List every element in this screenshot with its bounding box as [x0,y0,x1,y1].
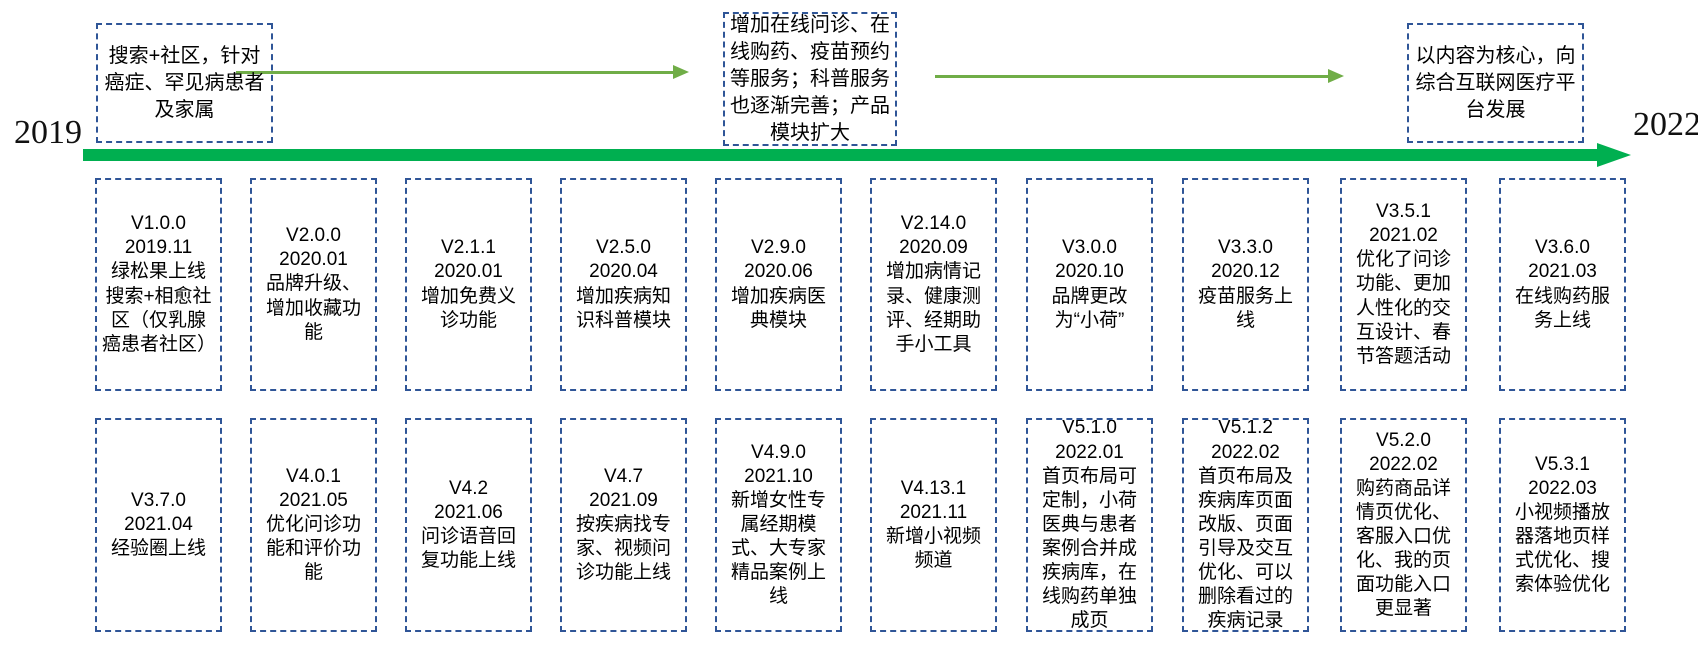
v-version: V3.5.1 [1376,201,1431,223]
v-version: V3.6.0 [1535,237,1590,259]
v-version: V4.2 [448,477,489,499]
v-date: 2022.01 [1055,441,1124,463]
v-version: V5.2.0 [1376,429,1431,451]
v-desc: 问诊语音回复功能上线 [420,526,516,572]
v-desc: 优化了问诊功能、更加人性化的交互设计、春节答题活动 [1355,249,1451,367]
v-version: V4.13.1 [900,477,967,499]
v-version: V3.3.0 [1218,237,1273,259]
v-date: 2019.11 [124,237,193,259]
v-version: V3.7.0 [131,489,186,511]
v-desc: 疫苗服务上线 [1197,285,1293,331]
v-desc: 小视频播放器落地页样式优化、搜索体验优化 [1514,501,1610,596]
v-version: V3.0.0 [1062,237,1117,259]
v-version: V2.14.0 [900,213,967,235]
v-version: V5.3.1 [1535,453,1590,475]
v-desc: 增加疾病知识科普模块 [575,285,671,331]
v-desc: 新增小视频频道 [885,526,981,572]
phase-box-1: 搜索+社区，针对癌症、罕见病患者及家属 [96,23,273,143]
phase-box-2: 增加在线问诊、在线购药、疫苗预约等服务；科普服务也逐渐完善；产品模块扩大 [723,12,897,146]
v-desc: 按疾病找专家、视频问诊功能上线 [575,513,671,584]
phase-box-3: 以内容为核心，向综合互联网医疗平台发展 [1407,23,1584,143]
v-desc: 品牌升级、增加收藏功能 [265,273,361,343]
year-label-start: 2019 [14,114,82,151]
v-date: 2020.01 [434,261,503,283]
v-version: V5.1.0 [1062,418,1117,439]
timeline-axis-arrowhead-icon [1597,143,1631,167]
phase-arrow-2-icon [935,69,1344,83]
v-version: V4.7 [603,465,644,487]
v-date: 2021.06 [434,501,503,523]
v-date: 2020.06 [744,261,813,283]
v-date: 2021.09 [589,489,658,511]
v-desc: 绿松果上线搜索+相愈社区（仅乳腺癌患者社区） [102,261,217,355]
v-date: 2020.04 [589,261,658,283]
year-label-end: 2022 [1633,106,1698,143]
v-desc: 增加疾病医典模块 [730,285,826,331]
v-desc: 增加免费义诊功能 [420,285,516,331]
phase-2-text: 增加在线问诊、在线购药、疫苗预约等服务；科普服务也逐渐完善；产品模块扩大 [730,13,890,144]
v-date: 2020.12 [1211,261,1280,283]
v-version: V2.1.1 [441,237,496,259]
v-version: V4.0.1 [286,465,341,487]
v-date: 2021.03 [1528,261,1597,283]
v-desc: 首页布局可定制，小荷医典与患者案例合并成疾病库，在线购药单独成页 [1041,465,1137,632]
v-date: 2022.02 [1369,453,1438,475]
v-desc: 优化问诊功能和评价功能 [265,513,361,584]
v-date: 2021.02 [1369,225,1438,247]
phase-1-text: 搜索+社区，针对癌症、罕见病患者及家属 [104,44,265,121]
v-date: 2021.11 [899,501,968,523]
v-version: V2.5.0 [596,237,651,259]
v-desc: 新增女性专属经期模式、大专家精品案例上线 [730,489,826,608]
v-date: 2021.04 [124,513,193,535]
v-desc: 首页布局及疾病库页面改版、页面引导及交互优化、可以删除看过的疾病记录 [1197,465,1293,632]
timeline-axis [83,149,1599,161]
arrowhead-icon [1328,69,1344,83]
v-version: V1.0.0 [131,213,186,235]
v-date: 2020.09 [899,237,968,259]
v-desc: 经验圈上线 [110,538,206,560]
v-date: 2021.10 [744,465,813,487]
v-version: V4.9.0 [751,441,806,463]
arrowhead-icon [673,65,689,79]
v-date: 2022.03 [1528,477,1597,499]
v-version: V2.9.0 [751,237,806,259]
v-desc: 购药商品详情页优化、客服入口优化、我的页面功能入口更显著 [1355,477,1451,620]
phase-arrow-1-icon [236,65,689,79]
v-date: 2022.02 [1211,441,1280,463]
v-version: V2.0.0 [286,225,341,247]
phase-3-text: 以内容为核心，向综合互联网医疗平台发展 [1415,44,1576,121]
v-desc: 在线购药服务上线 [1514,285,1610,331]
v-desc: 增加病情记录、健康测评、经期助手小工具 [885,261,981,355]
v-date: 2020.01 [279,249,348,271]
v-date: 2021.05 [279,489,348,511]
v-date: 2020.10 [1055,261,1124,283]
v-version: V5.1.2 [1218,418,1273,439]
v-desc: 品牌更改为“小荷” [1051,285,1128,331]
